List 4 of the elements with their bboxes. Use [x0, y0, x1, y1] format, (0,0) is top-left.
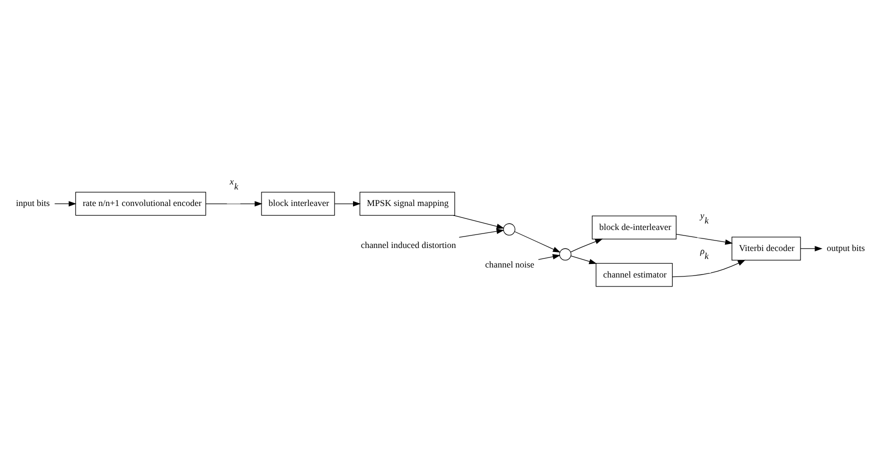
- node-text: input bits: [16, 198, 50, 208]
- node-text: channel induced distortion: [360, 239, 456, 250]
- node-text: output bits: [826, 242, 865, 252]
- node-text: channel noise: [485, 259, 534, 270]
